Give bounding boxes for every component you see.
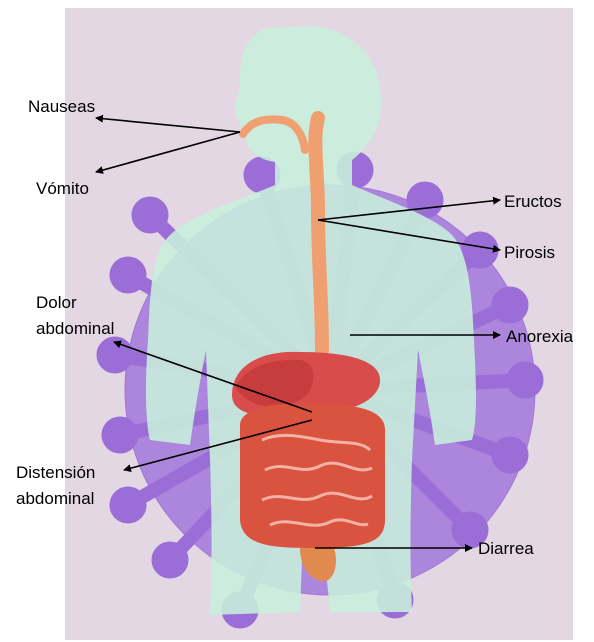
label-eructos: Eructos bbox=[504, 191, 562, 213]
label-dolor-line1: Dolor bbox=[36, 292, 77, 314]
label-distension-line1: Distensión bbox=[16, 462, 95, 484]
label-vomito: Vómito bbox=[36, 178, 89, 200]
label-diarrea: Diarrea bbox=[478, 538, 534, 560]
label-pirosis: Pirosis bbox=[504, 242, 555, 264]
label-anorexia: Anorexia bbox=[506, 326, 573, 348]
label-nauseas: Nauseas bbox=[28, 96, 95, 118]
label-distension-line2: abdominal bbox=[16, 488, 94, 510]
label-dolor-line2: abdominal bbox=[36, 318, 114, 340]
